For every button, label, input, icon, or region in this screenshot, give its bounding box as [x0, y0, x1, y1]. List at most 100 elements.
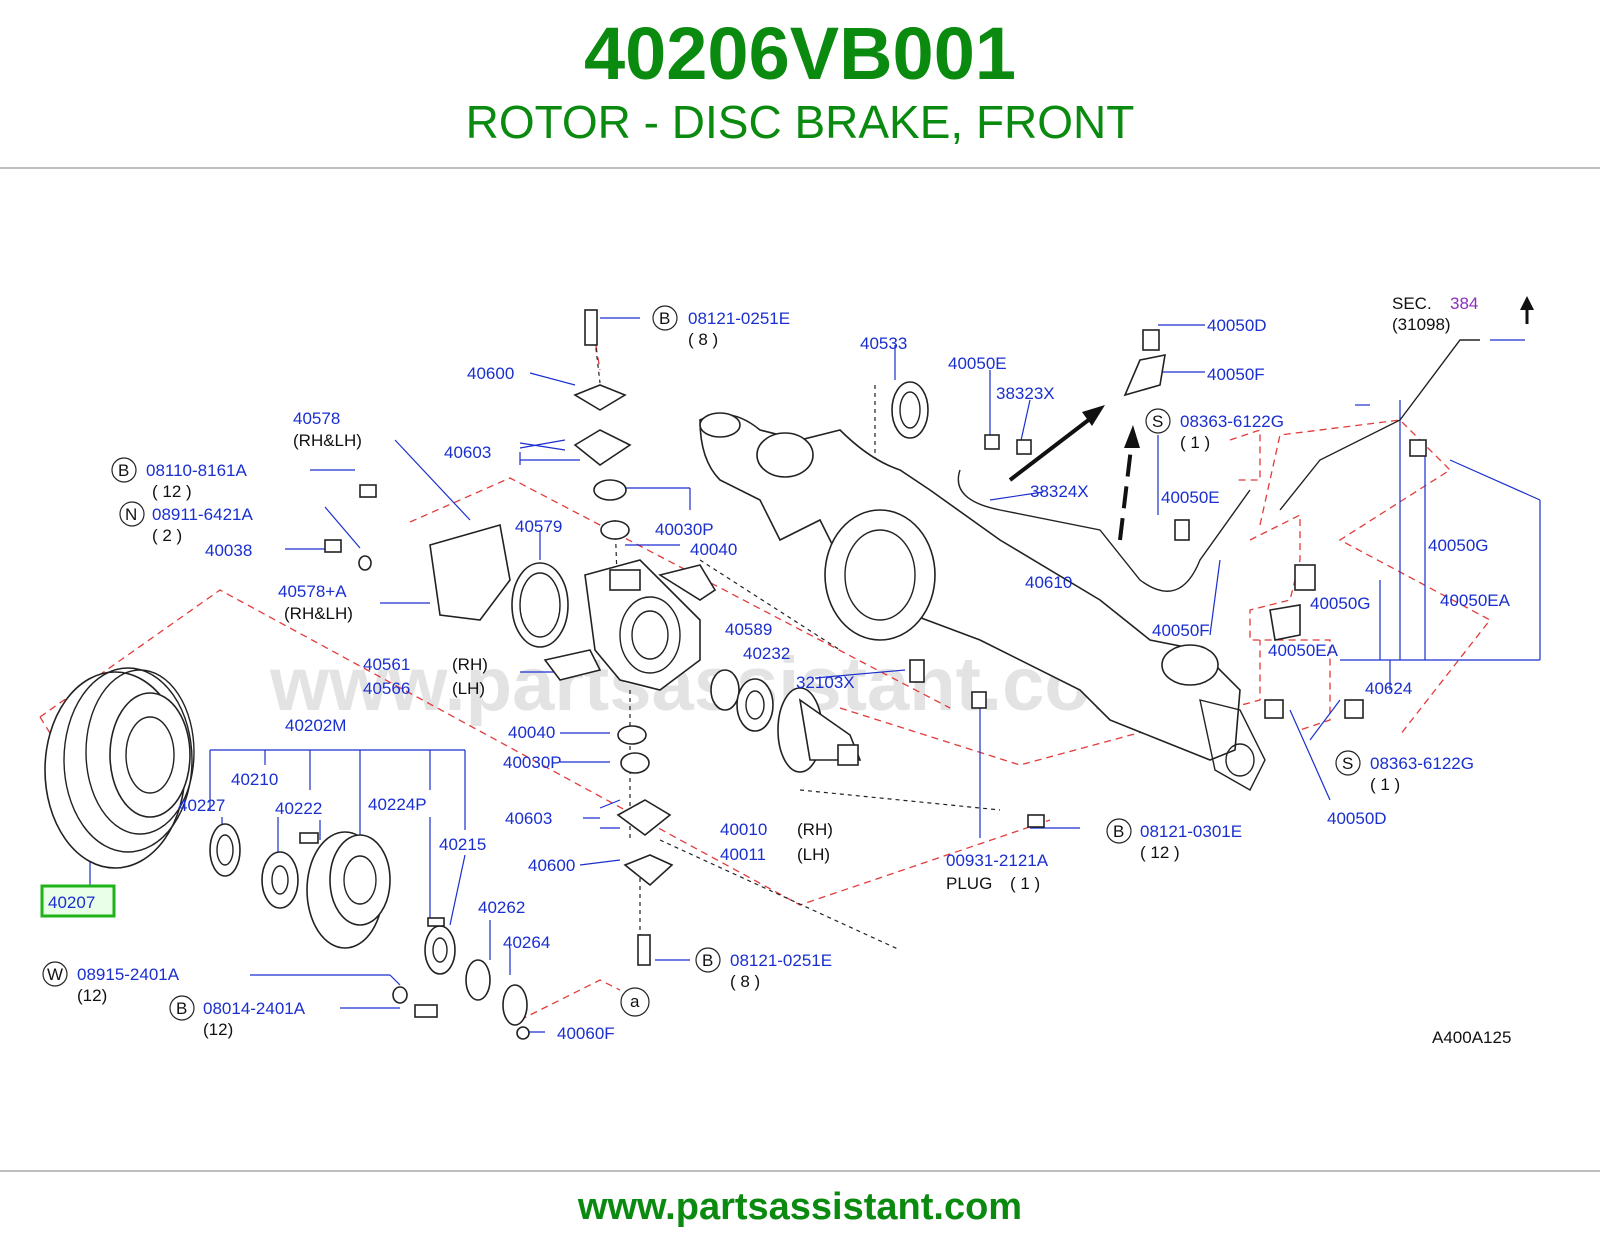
label-p40600_top: 40600	[467, 364, 514, 383]
label-s08363_top: 08363-6122G	[1180, 412, 1284, 431]
label-q1b: ( 1 )	[1370, 775, 1400, 794]
parts-diagram: www.partsassistant.com	[39, 294, 1541, 1047]
label-plug: PLUG	[946, 874, 992, 893]
label-circ_b: B	[702, 951, 713, 970]
hub-assembly[interactable]	[209, 823, 530, 1040]
label-q8_top: ( 8 )	[688, 330, 718, 349]
label-q12c: (12)	[77, 986, 107, 1005]
kingpin-parts[interactable]	[573, 309, 674, 966]
label-b08121_bot: 08121-0251E	[730, 951, 832, 970]
label-q1c: ( 1 )	[1010, 874, 1040, 893]
brake-rotor[interactable]	[44, 667, 195, 869]
label-p40561: 40561	[363, 655, 410, 674]
label-circ_b: B	[1113, 822, 1124, 841]
label-p40030p_bot: 40030P	[503, 753, 562, 772]
hub-seals-bearings[interactable]	[429, 381, 929, 732]
label-circ_s: S	[1152, 412, 1163, 431]
label-p40050ea_l: 40050EA	[1268, 641, 1339, 660]
label-circ_w: W	[47, 965, 63, 984]
label-rhlh2: (RH&LH)	[284, 604, 353, 623]
label-p38323x: 38323X	[996, 384, 1055, 403]
label-p40578: 40578	[293, 409, 340, 428]
label-p40566: 40566	[363, 679, 410, 698]
label-p40215: 40215	[439, 835, 486, 854]
label-b08110: 08110-8161A	[146, 461, 247, 480]
label-p40222: 40222	[275, 799, 322, 818]
label-q2: ( 2 )	[152, 526, 182, 545]
footer-url[interactable]: www.partsassistant.com	[577, 1186, 1023, 1228]
label-q12d: (12)	[203, 1020, 233, 1039]
label-p40040_top: 40040	[690, 540, 737, 559]
group-outline-hose	[1229, 429, 1261, 481]
label-circ_b: B	[176, 999, 187, 1018]
brake-pipe-and-hose[interactable]	[324, 329, 1480, 828]
group-outline-rotor	[39, 589, 1051, 906]
label-lh1: (LH)	[452, 679, 485, 698]
label-p40050g_r: 40050G	[1428, 536, 1489, 555]
label-q1a: ( 1 )	[1180, 433, 1210, 452]
footer-divider	[0, 1170, 1600, 1172]
label-sec_no: 384	[1450, 294, 1478, 313]
label-q8_bot: ( 8 )	[730, 972, 760, 991]
highlighted-part-box[interactable]	[40, 884, 116, 918]
label-p40624: 40624	[1365, 679, 1412, 698]
label-rhlh1: (RH&LH)	[293, 431, 362, 450]
label-p40579: 40579	[515, 517, 562, 536]
label-rh2: (RH)	[797, 820, 833, 839]
label-w08915: 08915-2401A	[77, 965, 180, 984]
label-p40030p_top: 40030P	[655, 520, 714, 539]
label-p40050ea_r: 40050EA	[1440, 591, 1511, 610]
label-q12a: ( 12 )	[152, 482, 192, 501]
label-sec_ref: (31098)	[1392, 315, 1451, 334]
group-outline-right	[1249, 513, 1331, 731]
label-sec: SEC.	[1392, 294, 1432, 313]
label-rh1: (RH)	[452, 655, 488, 674]
diagram-code: A400A125	[1432, 1028, 1511, 1047]
axle-housing[interactable]	[699, 412, 1266, 791]
label-p40050e_top: 40050E	[948, 354, 1007, 373]
label-p40533: 40533	[860, 334, 907, 353]
part-number-title: 40206VB001	[583, 12, 1017, 95]
label-circ_b: B	[659, 309, 670, 328]
label-n08911: 08911-6421A	[152, 505, 253, 524]
label-p40050d_top: 40050D	[1207, 316, 1267, 335]
label-p40224p: 40224P	[368, 795, 427, 814]
label-p40610: 40610	[1025, 573, 1072, 592]
label-p40011: 40011	[720, 845, 766, 864]
group-outline-bottom	[519, 979, 621, 1021]
spindle[interactable]	[777, 687, 862, 773]
leader-lines	[89, 317, 1541, 1033]
label-p40050f_top: 40050F	[1207, 365, 1265, 384]
label-p40227: 40227	[178, 796, 225, 815]
steering-knuckle[interactable]	[543, 559, 717, 691]
direction-arrows	[1008, 296, 1534, 541]
label-p40600_bot: 40600	[528, 856, 575, 875]
label-p40010: 40010	[720, 820, 767, 839]
label-p40060f: 40060F	[557, 1024, 615, 1043]
label-p00931: 00931-2121A	[946, 851, 1049, 870]
label-p40050g_l: 40050G	[1310, 594, 1371, 613]
label-p40589: 40589	[725, 620, 772, 639]
label-q12b: ( 12 )	[1140, 843, 1180, 862]
label-lh2: (LH)	[797, 845, 830, 864]
label-b08014: 08014-2401A	[203, 999, 306, 1018]
label-p40038: 40038	[205, 541, 252, 560]
part-description: ROTOR - DISC BRAKE, FRONT	[465, 96, 1135, 148]
label-p40210: 40210	[231, 770, 278, 789]
label-circ_a: a	[630, 992, 640, 1011]
label-p40232: 40232	[743, 644, 790, 663]
label-40207: 40207	[48, 893, 95, 912]
header-divider	[0, 167, 1600, 169]
label-p40202m: 40202M	[285, 716, 346, 735]
label-p40040_bot: 40040	[508, 723, 555, 742]
part-labels[interactable]: 40207 08121-0251E ( 8 ) 40600 40578 (RH&…	[48, 294, 1511, 1043]
group-outline-knuckle	[409, 477, 951, 709]
label-b08121_top: 08121-0251E	[688, 309, 790, 328]
label-p40050e_mid: 40050E	[1161, 488, 1220, 507]
label-p40603_bot: 40603	[505, 809, 552, 828]
label-p40262: 40262	[478, 898, 525, 917]
label-p40578a: 40578+A	[278, 582, 347, 601]
label-p40050f_mid: 40050F	[1152, 621, 1210, 640]
label-circ_n: N	[125, 505, 137, 524]
label-p40603_top: 40603	[444, 443, 491, 462]
